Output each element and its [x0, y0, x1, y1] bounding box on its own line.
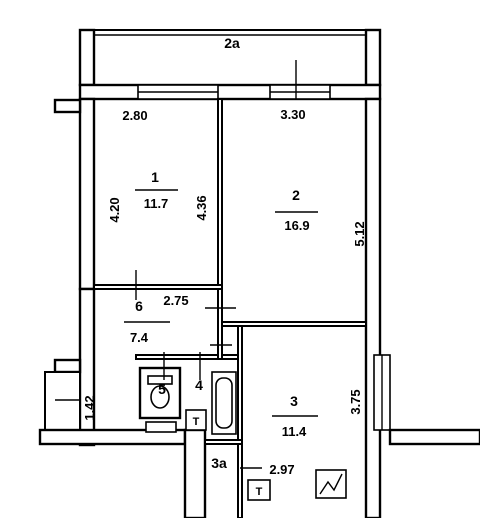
room-6-width: 2.75 [163, 293, 188, 308]
room-1-depth-left: 4.20 [107, 197, 122, 222]
partition-hall-right [217, 288, 223, 360]
heater-box-1 [185, 409, 207, 431]
top-wall [78, 83, 382, 101]
stove-symbol [319, 473, 343, 495]
room-3a-width: 2.97 [269, 462, 294, 477]
room-3-area: 11.4 [282, 424, 307, 439]
balcony-right-wall [364, 28, 382, 87]
room-3-number: 3 [290, 393, 298, 409]
room-1-depth-right: 4.36 [194, 195, 209, 220]
room-1-number: 1 [151, 169, 159, 185]
balcony-outline [79, 29, 381, 86]
partition-hall-bathroom-top [135, 354, 243, 360]
partition-room3-left [237, 325, 243, 518]
partition-3a-top [204, 439, 243, 445]
room-6-number: 6 [135, 298, 143, 314]
exterior-walls [38, 60, 480, 518]
room-3a-number: 3a [211, 455, 227, 471]
left-stub-mid [53, 358, 82, 374]
partition-room1-room2 [217, 98, 223, 290]
bottom-wall-left [183, 428, 207, 518]
partition-room2-room3 [221, 321, 367, 327]
room-3-depth: 3.75 [348, 389, 363, 414]
sink [145, 421, 177, 433]
left-stub-top [53, 98, 82, 114]
right-wall [364, 97, 382, 518]
room-6-area: 7.4 [130, 330, 149, 345]
partition-room1-bottom [93, 284, 223, 290]
room-2a-balcony [78, 28, 382, 87]
bathtub-inner [215, 377, 233, 429]
heater-box-2 [247, 479, 271, 501]
bathroom-fixtures [138, 352, 347, 501]
heater-mark-2: T [256, 486, 263, 498]
toilet-bowl [150, 385, 170, 409]
toilet-tank [147, 375, 173, 385]
closet-depth: 1.42 [82, 395, 97, 420]
balcony-left-wall [78, 28, 96, 87]
room-2a-number: 2a [224, 35, 240, 51]
room-1-width: 2.80 [122, 108, 147, 123]
left-wall-upper [78, 97, 96, 291]
room-4-number: 4 [195, 377, 203, 393]
heater-mark-1: T [193, 416, 200, 428]
right-stub-bottom [388, 428, 480, 446]
room-5-number: 5 [158, 381, 166, 397]
room-2-depth: 5.12 [352, 221, 367, 246]
room-1-area: 11.7 [144, 196, 169, 211]
room-2-area: 16.9 [284, 218, 309, 233]
interior-partitions [93, 98, 367, 518]
room-2-number: 2 [292, 187, 300, 203]
room-2-width: 3.30 [280, 107, 305, 122]
